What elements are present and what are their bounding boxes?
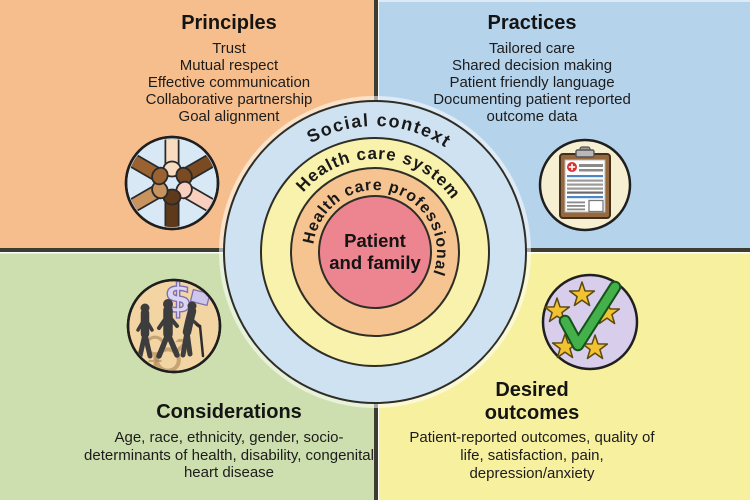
- outer-halo: [219, 96, 531, 408]
- outcomes-body: Patient-reported outcomes, quality of li…: [409, 429, 655, 482]
- medical-clipboard-icon: [538, 138, 632, 232]
- considerations-title: Considerations: [156, 401, 302, 423]
- outcomes-content: Desired outcomes Patient-reported outcom…: [407, 379, 657, 483]
- principles-item: Mutual respect: [179, 57, 279, 74]
- practices-item: Tailored care: [489, 40, 575, 57]
- practices-item: Documenting patient reported outcome dat…: [433, 91, 631, 125]
- outcomes-title: Desired outcomes: [484, 379, 580, 424]
- patient-and-family-circle: [318, 195, 432, 309]
- principles-title: Principles: [181, 12, 277, 34]
- considerations-body: Age, race, ethnicity, gender, socio-dete…: [84, 429, 374, 481]
- practices-item: Shared decision making: [451, 57, 613, 74]
- joined-hands-icon: [124, 135, 220, 231]
- practices-content: Practices Tailored care Shared decision …: [404, 12, 660, 125]
- diverse-people-icon: $ ♀ ♂: [126, 278, 222, 374]
- principles-item: Collaborative partnership: [145, 91, 313, 108]
- principles-item: Goal alignment: [178, 108, 280, 125]
- considerations-content: Considerations Age, race, ethnicity, gen…: [84, 401, 374, 482]
- principles-item: Effective communication: [147, 74, 311, 91]
- concentric-rings-diagram: Social context Health care system Health…: [219, 96, 531, 408]
- practices-item: Patient friendly language: [449, 74, 615, 91]
- center-label-line2: and family: [329, 252, 421, 273]
- center-label-line1: Patient: [344, 230, 406, 251]
- principles-item: Trust: [212, 40, 246, 57]
- stars-checkmark-icon: [541, 273, 639, 371]
- practices-title: Practices: [487, 12, 577, 34]
- principles-content: Principles Trust Mutual respect Effectiv…: [79, 12, 379, 125]
